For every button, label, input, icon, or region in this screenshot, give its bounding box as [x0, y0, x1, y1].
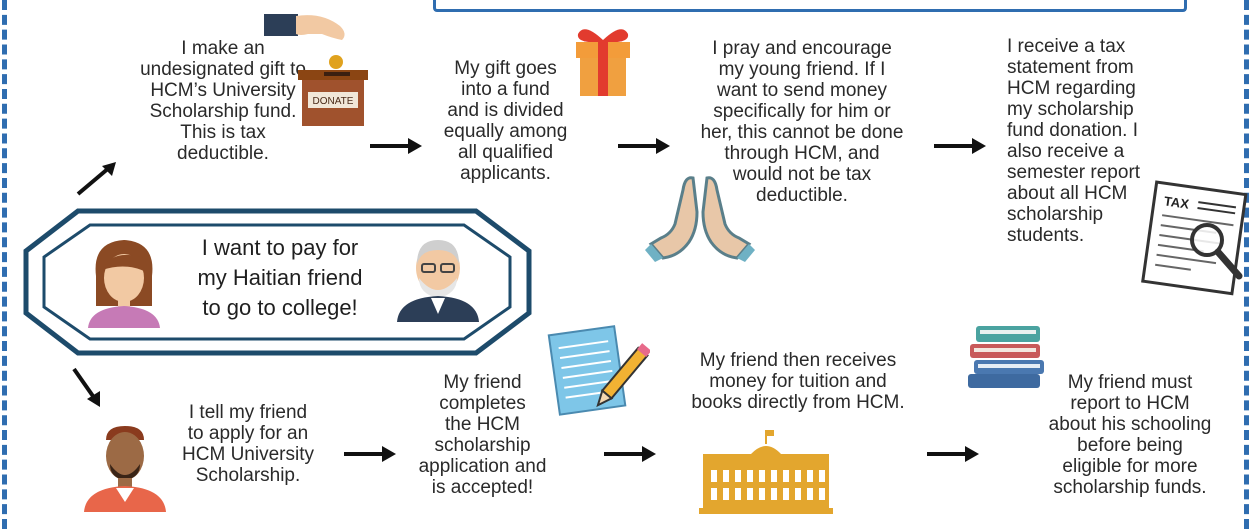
- center-statement: I want to pay for my Haitian friend to g…: [180, 233, 380, 323]
- tax-label: TAX: [1163, 193, 1190, 211]
- top-step-4-text: I receive a tax statement from HCM regar…: [1007, 36, 1141, 246]
- bottom-step-3-text: My friend then receives money for tuitio…: [691, 350, 905, 413]
- center-line: I want to pay for: [201, 235, 359, 260]
- left-border: [2, 0, 7, 529]
- right-border: [1244, 0, 1249, 529]
- books-icon: [968, 326, 1044, 388]
- tax-document-icon: TAX: [1141, 180, 1248, 296]
- top-step-1-text: I make an undesignated gift to HCM’s Uni…: [140, 38, 306, 164]
- center-line: to go to college!: [202, 295, 358, 320]
- top-step-3-text: I pray and encourage my young friend. If…: [700, 38, 904, 206]
- top-arrow-1: [370, 138, 422, 154]
- bottom-step-1-text: I tell my friend to apply for an HCM Uni…: [182, 402, 314, 486]
- notepad-pencil-icon: [547, 325, 650, 416]
- center-line: my Haitian friend: [197, 265, 363, 290]
- palace-building-icon: [699, 430, 833, 514]
- student-avatar: [84, 426, 166, 512]
- bottom-step-2-text: My friend completes the HCM scholarship …: [418, 372, 547, 498]
- donate-label: DONATE: [313, 96, 354, 107]
- top-step-2-text: My gift goes into a fund and is divided …: [443, 58, 568, 184]
- branch-up-arrow: [76, 162, 116, 196]
- woman-avatar: [88, 240, 160, 328]
- branch-down-arrow: [72, 367, 100, 407]
- donate-box-icon: DONATE: [264, 14, 368, 126]
- bottom-arrow-2: [604, 446, 656, 462]
- top-banner-frame: [433, 0, 1187, 12]
- praying-hands-icon: [645, 176, 755, 262]
- old-man-avatar: [397, 240, 479, 322]
- bottom-arrow-1: [344, 446, 396, 462]
- bottom-step-4-text: My friend must report to HCM about his s…: [1048, 372, 1212, 498]
- top-arrow-3: [934, 138, 986, 154]
- bottom-arrow-3: [927, 446, 979, 462]
- gift-icon: [576, 29, 630, 96]
- top-arrow-2: [618, 138, 670, 154]
